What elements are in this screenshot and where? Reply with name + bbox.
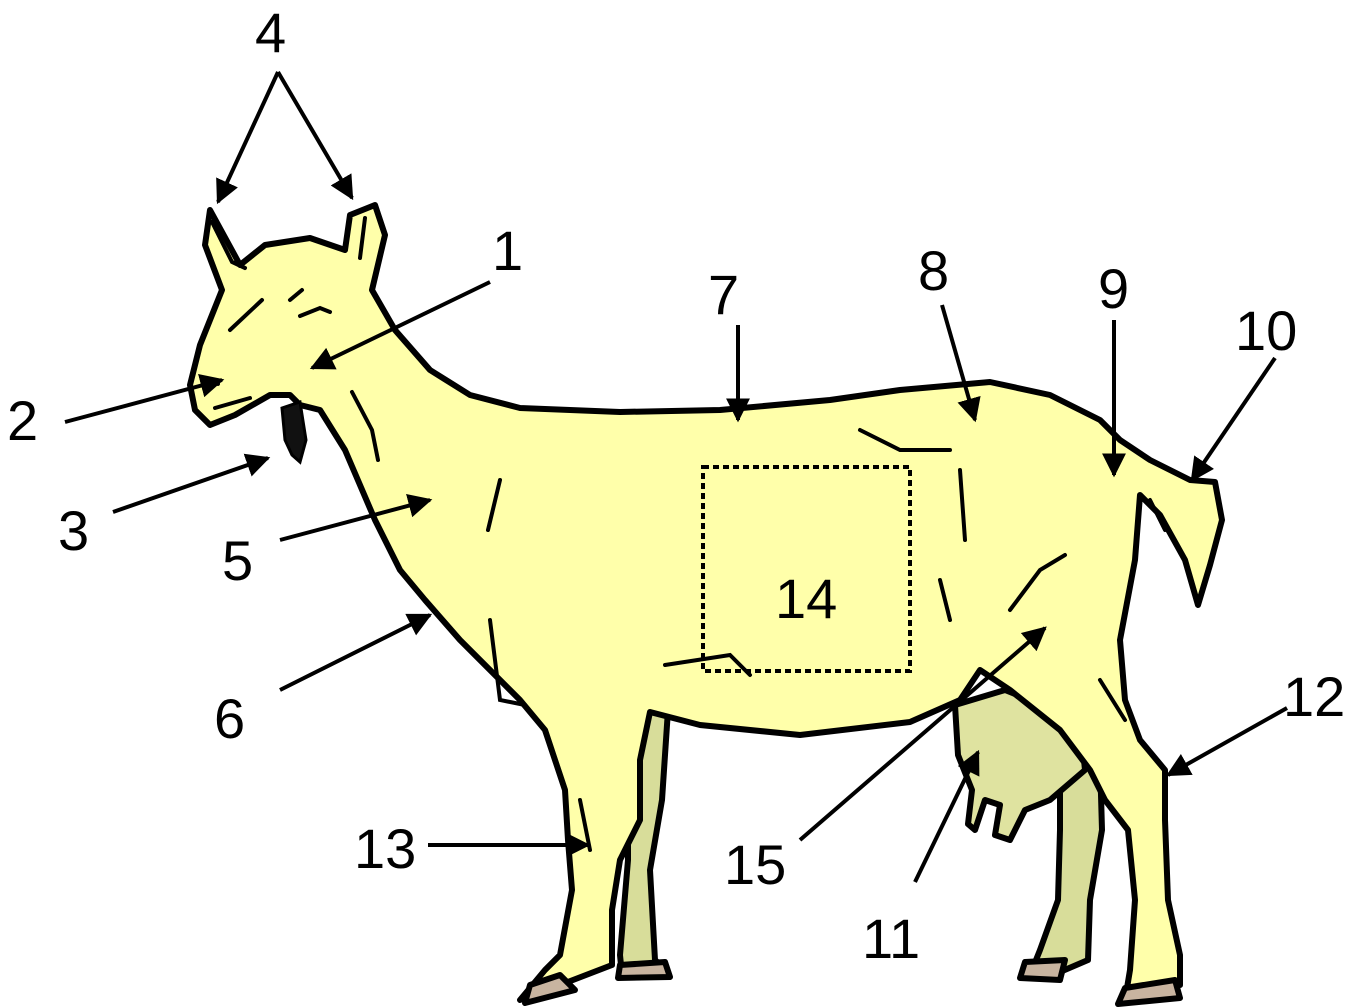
label-6: 6 [214, 687, 245, 750]
label-8: 8 [918, 239, 949, 302]
arrow-10 [1192, 358, 1275, 480]
label-10: 10 [1235, 299, 1297, 362]
far-front-hoof [618, 962, 670, 978]
label-9: 9 [1098, 257, 1129, 320]
label-7: 7 [708, 263, 739, 326]
arrow-3 [113, 458, 268, 512]
label-11: 11 [862, 907, 920, 970]
label-4: 4 [255, 1, 286, 64]
arrow-6 [280, 615, 430, 690]
arrow-12 [1168, 708, 1287, 775]
label-13: 13 [354, 817, 416, 880]
label-3: 3 [58, 499, 89, 562]
label-2: 2 [7, 389, 38, 452]
label-5: 5 [222, 529, 253, 592]
arrow-4-left [218, 72, 278, 202]
label-12: 12 [1283, 665, 1345, 728]
front-hoof [525, 975, 575, 1003]
far-back-hoof [1020, 960, 1065, 980]
arrow-4-right [278, 72, 352, 198]
label-15: 15 [724, 833, 786, 896]
goat-beard-icon [282, 402, 306, 462]
label-1: 1 [492, 219, 523, 282]
label-14: 14 [775, 567, 837, 630]
goat-illustration [190, 205, 1222, 1004]
